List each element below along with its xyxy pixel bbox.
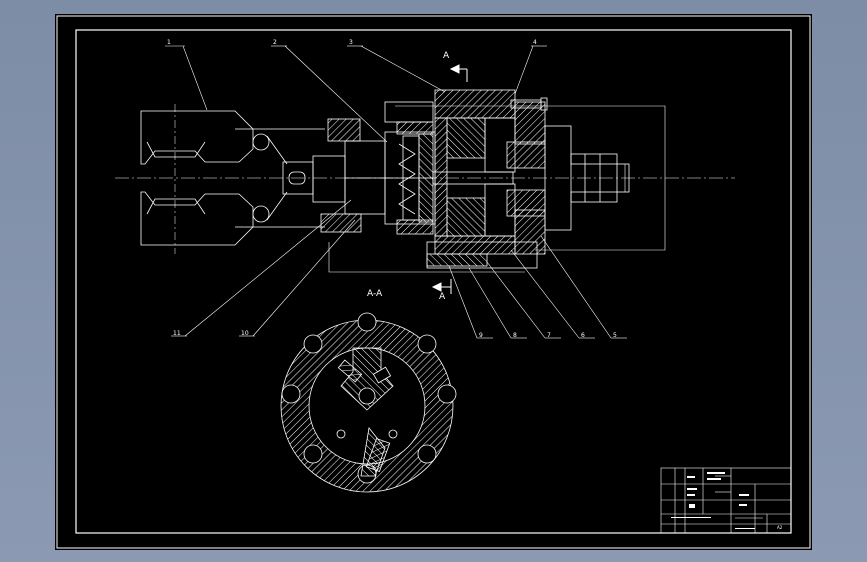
callout-10: 10 (241, 330, 249, 337)
callout-8: 8 (513, 332, 517, 339)
gripper-jaws (140, 104, 325, 254)
drawing-sheet: A A A-A 1 2 3 4 11 10 9 8 7 6 5 A2 (55, 14, 812, 550)
piston-rod (345, 171, 514, 185)
callout-7: 7 (547, 332, 551, 339)
callout-5: 5 (613, 332, 617, 339)
inner-frame (75, 29, 792, 534)
callout-6: 6 (581, 332, 585, 339)
title-block-marks (671, 472, 755, 529)
connecting-rod (282, 155, 346, 203)
section-letter-top: A (443, 51, 450, 61)
callout-9: 9 (479, 332, 483, 339)
sheet-size: A2 (777, 525, 783, 530)
callout-1: 1 (167, 39, 171, 46)
spring-housing (384, 101, 434, 235)
bolt (510, 97, 548, 111)
section-view-title: A-A (367, 289, 383, 299)
outer-frame (56, 15, 811, 549)
cylinder-block (426, 89, 546, 269)
callout-4: 4 (533, 39, 537, 46)
cad-drawing (56, 15, 811, 549)
bolt-holes (281, 312, 457, 484)
callout-3: 3 (349, 39, 353, 46)
section-view (280, 312, 457, 493)
leader-lines (165, 45, 627, 339)
callout-2: 2 (273, 39, 277, 46)
envelope-outline (395, 105, 666, 251)
title-block (660, 467, 792, 534)
jaw-pins (252, 133, 288, 223)
section-marker (431, 64, 468, 294)
right-end-cap (506, 125, 630, 231)
section-letter-bottom: A (439, 292, 446, 302)
callout-11: 11 (173, 330, 181, 337)
